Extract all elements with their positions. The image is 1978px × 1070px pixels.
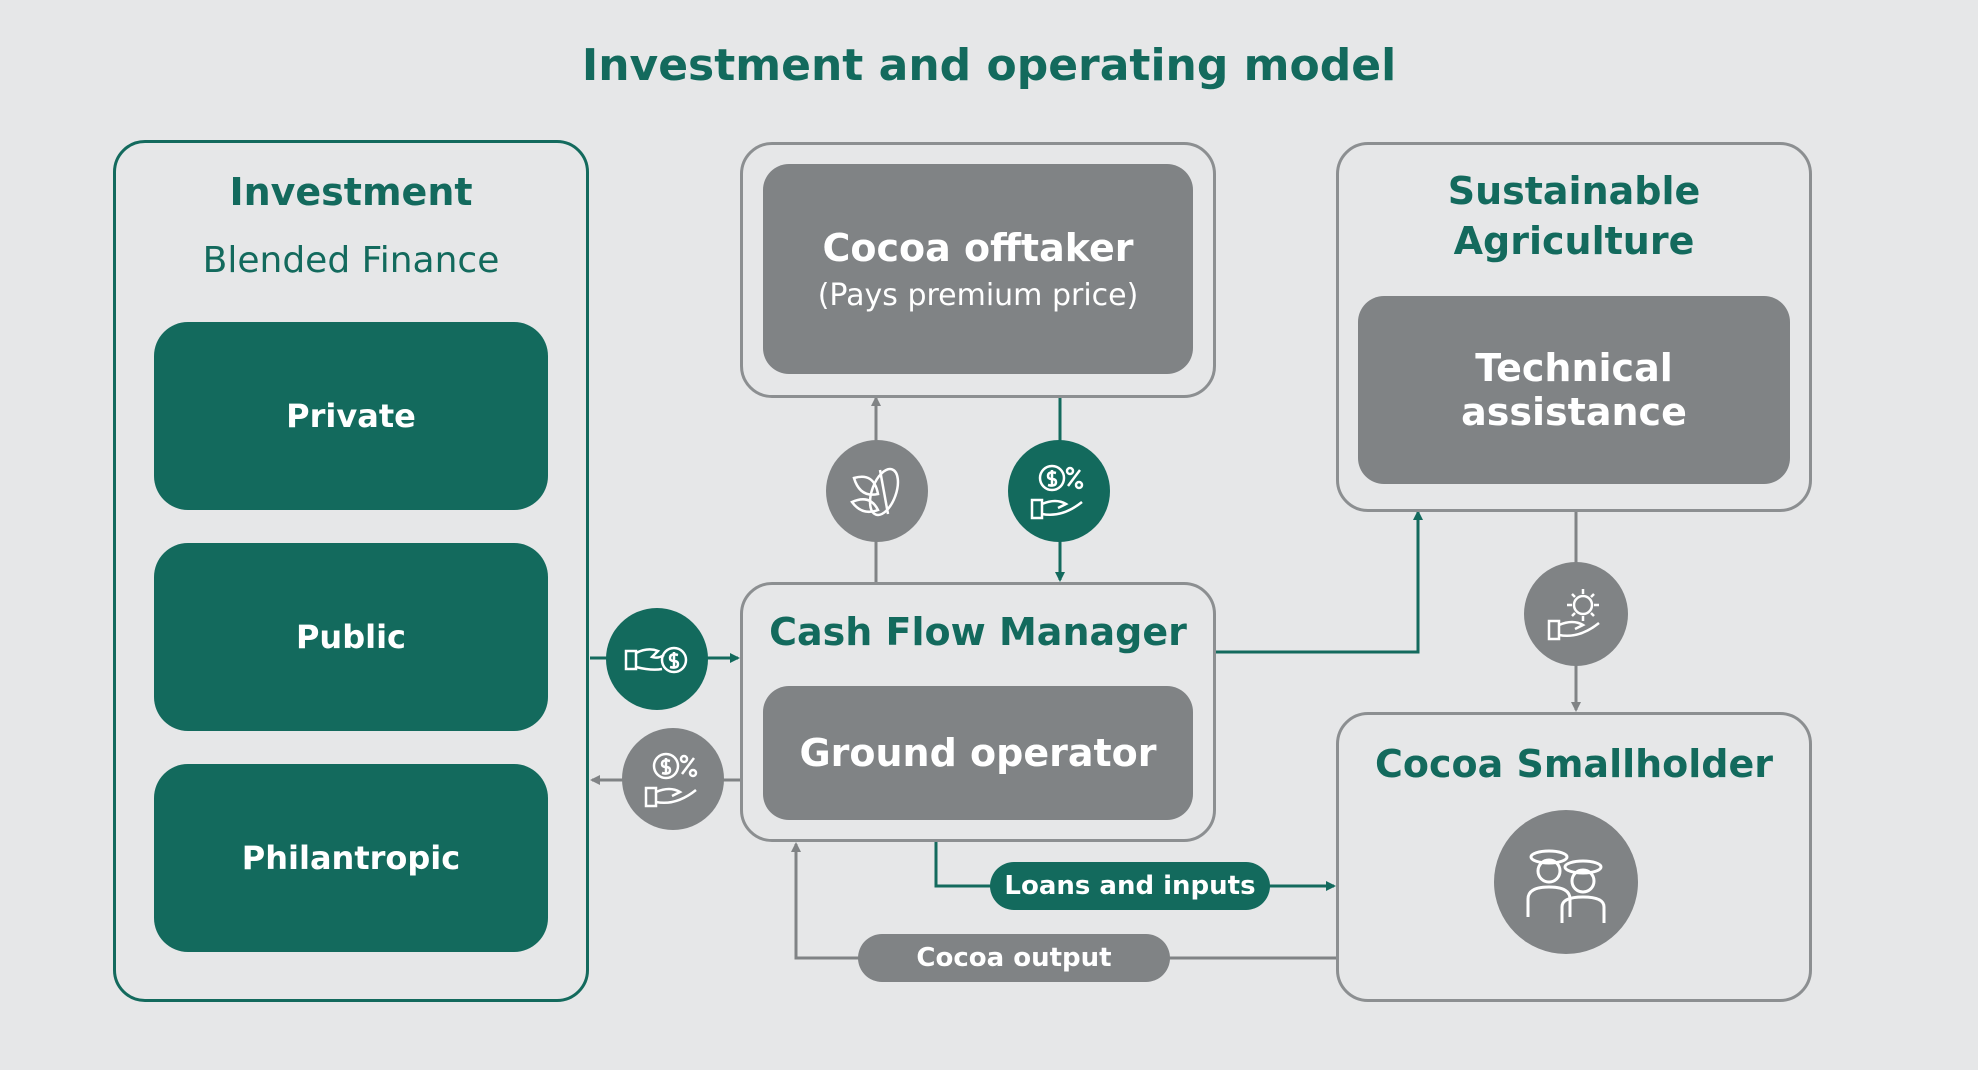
cocoa-pod-icon xyxy=(826,440,928,542)
philantropic-box: Philantropic xyxy=(154,764,548,952)
diagram-title: Investment and operating model xyxy=(581,40,1397,91)
blended-finance-label: Blended Finance xyxy=(202,240,500,281)
offtaker-panel xyxy=(740,142,1216,398)
investment-heading: Investment xyxy=(229,170,473,214)
technical-assistance-box: Technical assistance xyxy=(1358,296,1790,484)
offtaker-title: Cocoa offtaker xyxy=(822,225,1134,270)
smallholder-heading: Cocoa Smallholder xyxy=(1374,742,1774,786)
private-box: Private xyxy=(154,322,548,510)
investment-panel xyxy=(113,140,589,1002)
loans-and-inputs-label: Loans and inputs xyxy=(990,862,1270,910)
agriculture-heading-line2: Agriculture xyxy=(1453,219,1695,263)
public-box: Public xyxy=(154,543,548,731)
smallholder-panel xyxy=(1336,712,1812,1002)
money-percent-hand-icon-returns xyxy=(622,728,724,830)
cashflow-panel xyxy=(740,582,1216,842)
money-percent-hand-icon xyxy=(1008,440,1110,542)
offtaker-box: Cocoa offtaker (Pays premium price) xyxy=(763,164,1193,374)
cocoa-output-label: Cocoa output xyxy=(858,934,1170,982)
agriculture-heading-line1: Sustainable xyxy=(1447,169,1701,213)
offtaker-subtitle: (Pays premium price) xyxy=(817,277,1139,313)
handshake-money-icon xyxy=(606,608,708,710)
ground-operator-box: Ground operator xyxy=(763,686,1193,820)
agriculture-panel xyxy=(1336,142,1812,512)
cashflow-to-agriculture-line xyxy=(1215,510,1423,654)
agriculture-heading: Sustainable Agriculture xyxy=(1336,166,1812,266)
gear-hand-icon xyxy=(1524,562,1628,666)
farmers-icon xyxy=(1494,810,1638,954)
cashflow-heading: Cash Flow Manager xyxy=(769,610,1187,654)
